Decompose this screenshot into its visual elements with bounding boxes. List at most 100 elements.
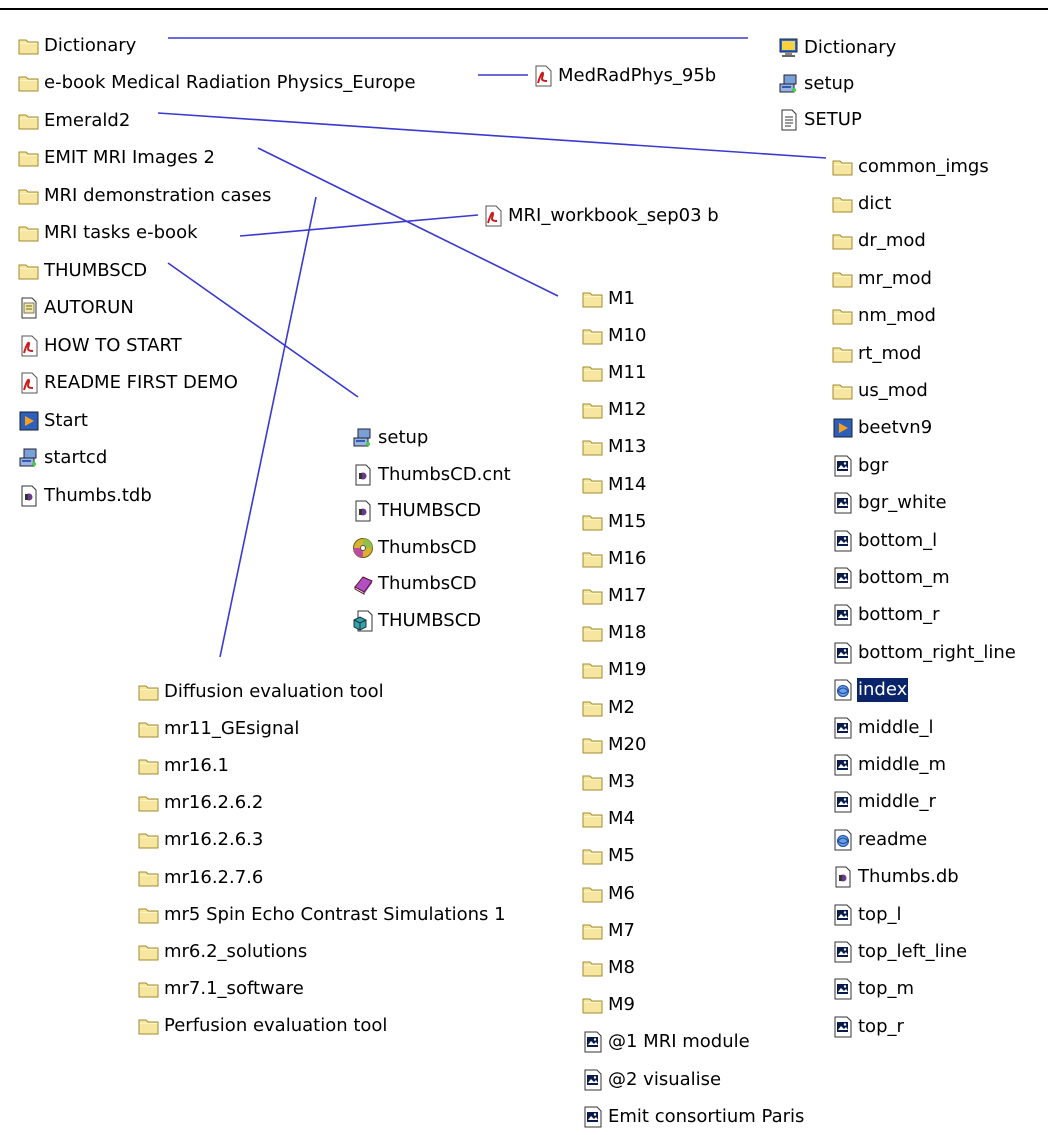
emerald-item[interactable]: nm_mod [832,298,1017,335]
folder-icon [582,771,604,793]
mridemo-item[interactable]: mr11_GEsignal [138,710,507,747]
thumbscd-item[interactable]: setup [352,420,512,457]
mridemo-item[interactable]: mr16.1 [138,747,507,784]
emerald-item[interactable]: bgr [832,447,1017,484]
thumbscd-item[interactable]: ThumbsCD [352,530,512,567]
thumbscd-item[interactable]: THUMBSCD [352,603,512,640]
emerald-item-label: mr_mod [858,267,932,289]
emerald-item[interactable]: common_imgs [832,148,1017,185]
root-item[interactable]: Start [18,402,417,440]
emit-item[interactable]: M13 [582,429,805,466]
emit-item[interactable]: M14 [582,466,805,503]
emerald-item[interactable]: rt_mod [832,335,1017,372]
emit-item[interactable]: M17 [582,578,805,615]
root-item[interactable]: AUTORUN [18,290,417,328]
emit-item[interactable]: M9 [582,987,805,1024]
dictionary-item[interactable]: SETUP [778,102,897,138]
mridemo-item-label: Perfusion evaluation tool [164,1015,388,1037]
emerald-item[interactable]: readme [832,821,1017,858]
mridemo-item[interactable]: mr7.1_software [138,971,507,1008]
emit-item[interactable]: @2 visualise [582,1061,805,1098]
emerald-item[interactable]: us_mod [832,372,1017,409]
emit-item[interactable]: M11 [582,354,805,391]
emit-item[interactable]: M18 [582,615,805,652]
medrad-item-label: MedRadPhys_95b [558,65,717,86]
root-item[interactable]: README FIRST DEMO [18,365,417,403]
emerald-item[interactable]: top_m [832,971,1017,1008]
mridemo-item[interactable]: Diffusion evaluation tool [138,673,507,710]
emit-item[interactable]: @1 MRI module [582,1024,805,1061]
emerald-item[interactable]: dr_mod [832,223,1017,260]
emerald-item[interactable]: middle_m [832,746,1017,783]
emerald-item[interactable]: top_r [832,1008,1017,1045]
root-item[interactable]: EMIT MRI Images 2 [18,140,417,178]
dictionary-item[interactable]: Dictionary [778,30,897,66]
emerald-item[interactable]: beetvn9 [832,410,1017,447]
folder-icon [832,305,854,327]
mridemo-item-label: mr16.2.6.2 [164,792,264,814]
emerald-item[interactable]: index [832,671,1017,708]
emerald-item[interactable]: dict [832,185,1017,222]
emit-item[interactable]: M15 [582,503,805,540]
root-item[interactable]: Emerald2 [18,102,417,140]
emerald-item-label: index [857,678,909,703]
emerald-item-label: bgr [858,454,889,476]
emerald-item[interactable]: bottom_l [832,522,1017,559]
emerald-item[interactable]: mr_mod [832,260,1017,297]
root-item[interactable]: Thumbs.tdb [18,477,417,515]
emit-item[interactable]: M6 [582,875,805,912]
emit-item[interactable]: M4 [582,801,805,838]
emit-item[interactable]: M2 [582,689,805,726]
root-item[interactable]: Dictionary [18,27,417,65]
thumbscd-item[interactable]: ThumbsCD [352,566,512,603]
root-item[interactable]: HOW TO START [18,327,417,365]
emit-item-label: M3 [608,771,635,793]
emerald-item[interactable]: top_left_line [832,933,1017,970]
emit-item-label: M16 [608,547,647,569]
emerald-item[interactable]: top_l [832,896,1017,933]
emit-item[interactable]: M3 [582,763,805,800]
dictionary-item-label: setup [804,73,855,94]
emit-item[interactable]: Emit consortium Paris [582,1098,805,1135]
root-item-label: startcd [43,446,109,471]
emit-item[interactable]: M16 [582,540,805,577]
mridemo-item[interactable]: Perfusion evaluation tool [138,1008,507,1045]
root-item[interactable]: MRI demonstration cases [18,177,417,215]
emit-item[interactable]: M20 [582,726,805,763]
folder-icon [582,883,604,905]
emit-item[interactable]: M8 [582,949,805,986]
emerald-item[interactable]: middle_r [832,784,1017,821]
mridemo-item[interactable]: mr16.2.6.3 [138,822,507,859]
emerald-item[interactable]: Thumbs.db [832,858,1017,895]
root-item[interactable]: e-book Medical Radiation Physics_Europe [18,65,417,103]
emit-item[interactable]: M5 [582,838,805,875]
emerald-item[interactable]: bottom_right_line [832,634,1017,671]
root-item[interactable]: MRI tasks e-book [18,215,417,253]
emit-item[interactable]: M10 [582,317,805,354]
emerald-item[interactable]: middle_l [832,709,1017,746]
mridemo-item-label: mr16.1 [164,754,230,776]
mridemo-item[interactable]: mr6.2_solutions [138,933,507,970]
emerald-item[interactable]: bgr_white [832,485,1017,522]
root-item-label: THUMBSCD [43,258,149,283]
thumbscd-item[interactable]: ThumbsCD.cnt [352,457,512,494]
emerald-item[interactable]: bottom_r [832,597,1017,634]
mridemo-item[interactable]: mr16.2.7.6 [138,859,507,896]
emit-item[interactable]: M1 [582,280,805,317]
folder-icon [18,185,40,207]
emit-item[interactable]: M19 [582,652,805,689]
dictionary-item[interactable]: setup [778,66,897,102]
mridemo-item-label: Diffusion evaluation tool [164,680,384,702]
root-item[interactable]: startcd [18,440,417,478]
emerald-item[interactable]: bottom_m [832,559,1017,596]
mridemo-item[interactable]: mr16.2.6.2 [138,785,507,822]
mridemo-item[interactable]: mr5 Spin Echo Contrast Simulations 1 [138,896,507,933]
thumbscd-item[interactable]: THUMBSCD [352,493,512,530]
mritasks-item[interactable]: MRI_workbook_sep03 b [482,204,720,228]
emit-item[interactable]: M12 [582,392,805,429]
emit-item[interactable]: M7 [582,912,805,949]
medrad-item[interactable]: MedRadPhys_95b [532,64,717,88]
root-item[interactable]: THUMBSCD [18,252,417,290]
folder-icon [582,548,604,570]
